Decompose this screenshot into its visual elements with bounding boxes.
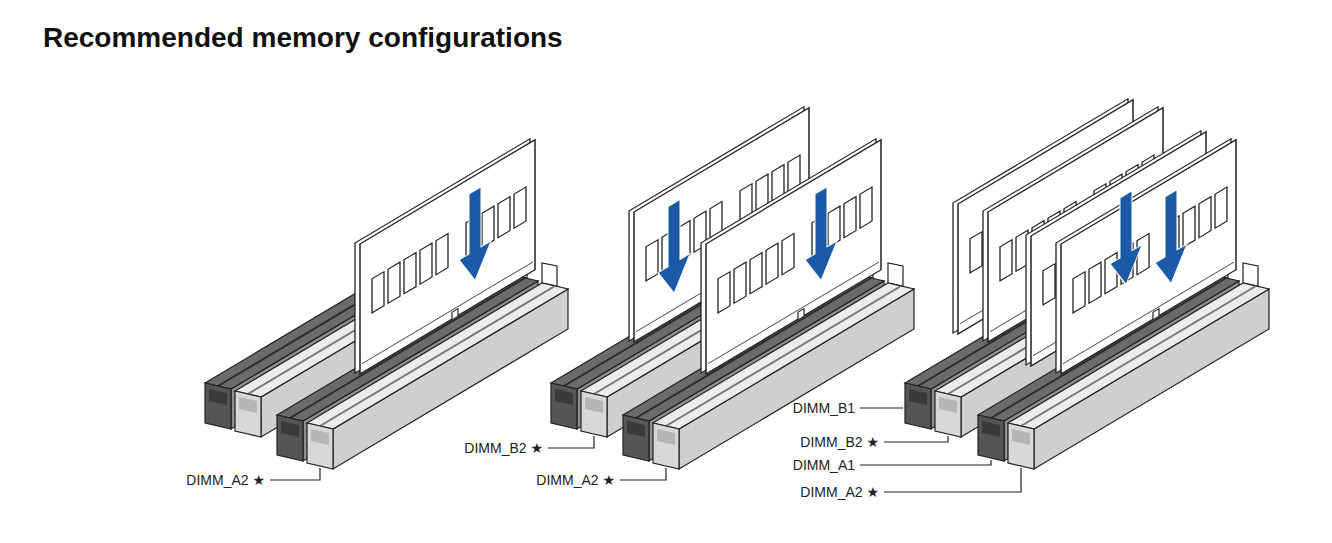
slot-label: DIMM_A2 ★ [536,472,615,488]
slot-label: DIMM_A2 ★ [186,472,265,488]
insert-arrow [658,194,690,303]
leader-line [884,468,1021,492]
memory-module-group [1056,136,1236,377]
leader-line [620,468,666,480]
memory-module-group [1155,184,1187,293]
insert-arrow [459,181,491,290]
leader-line [270,468,320,480]
leader-line [860,407,903,408]
leader-line [548,436,594,448]
slot-label: DIMM_B2 ★ [464,440,543,456]
slot-label: DIMM_A2 ★ [800,484,879,500]
slot-label: DIMM_A1 [793,457,855,473]
memory-module [355,136,535,377]
insert-arrow [805,181,837,290]
memory-module [701,136,881,377]
leader-lines [270,408,1021,492]
memory-module-group [355,136,535,377]
slot-label: DIMM_B2 ★ [800,434,879,450]
leader-line [860,460,991,465]
memory-module [1056,136,1236,377]
memory-module-group [701,136,881,377]
memory-module-group [1110,185,1142,294]
leader-line [884,436,948,442]
slot-label: DIMM_B1 [793,400,855,416]
page-title: Recommended memory configurations [43,22,563,54]
insert-arrow [1155,184,1187,293]
insert-arrow [1110,185,1142,294]
